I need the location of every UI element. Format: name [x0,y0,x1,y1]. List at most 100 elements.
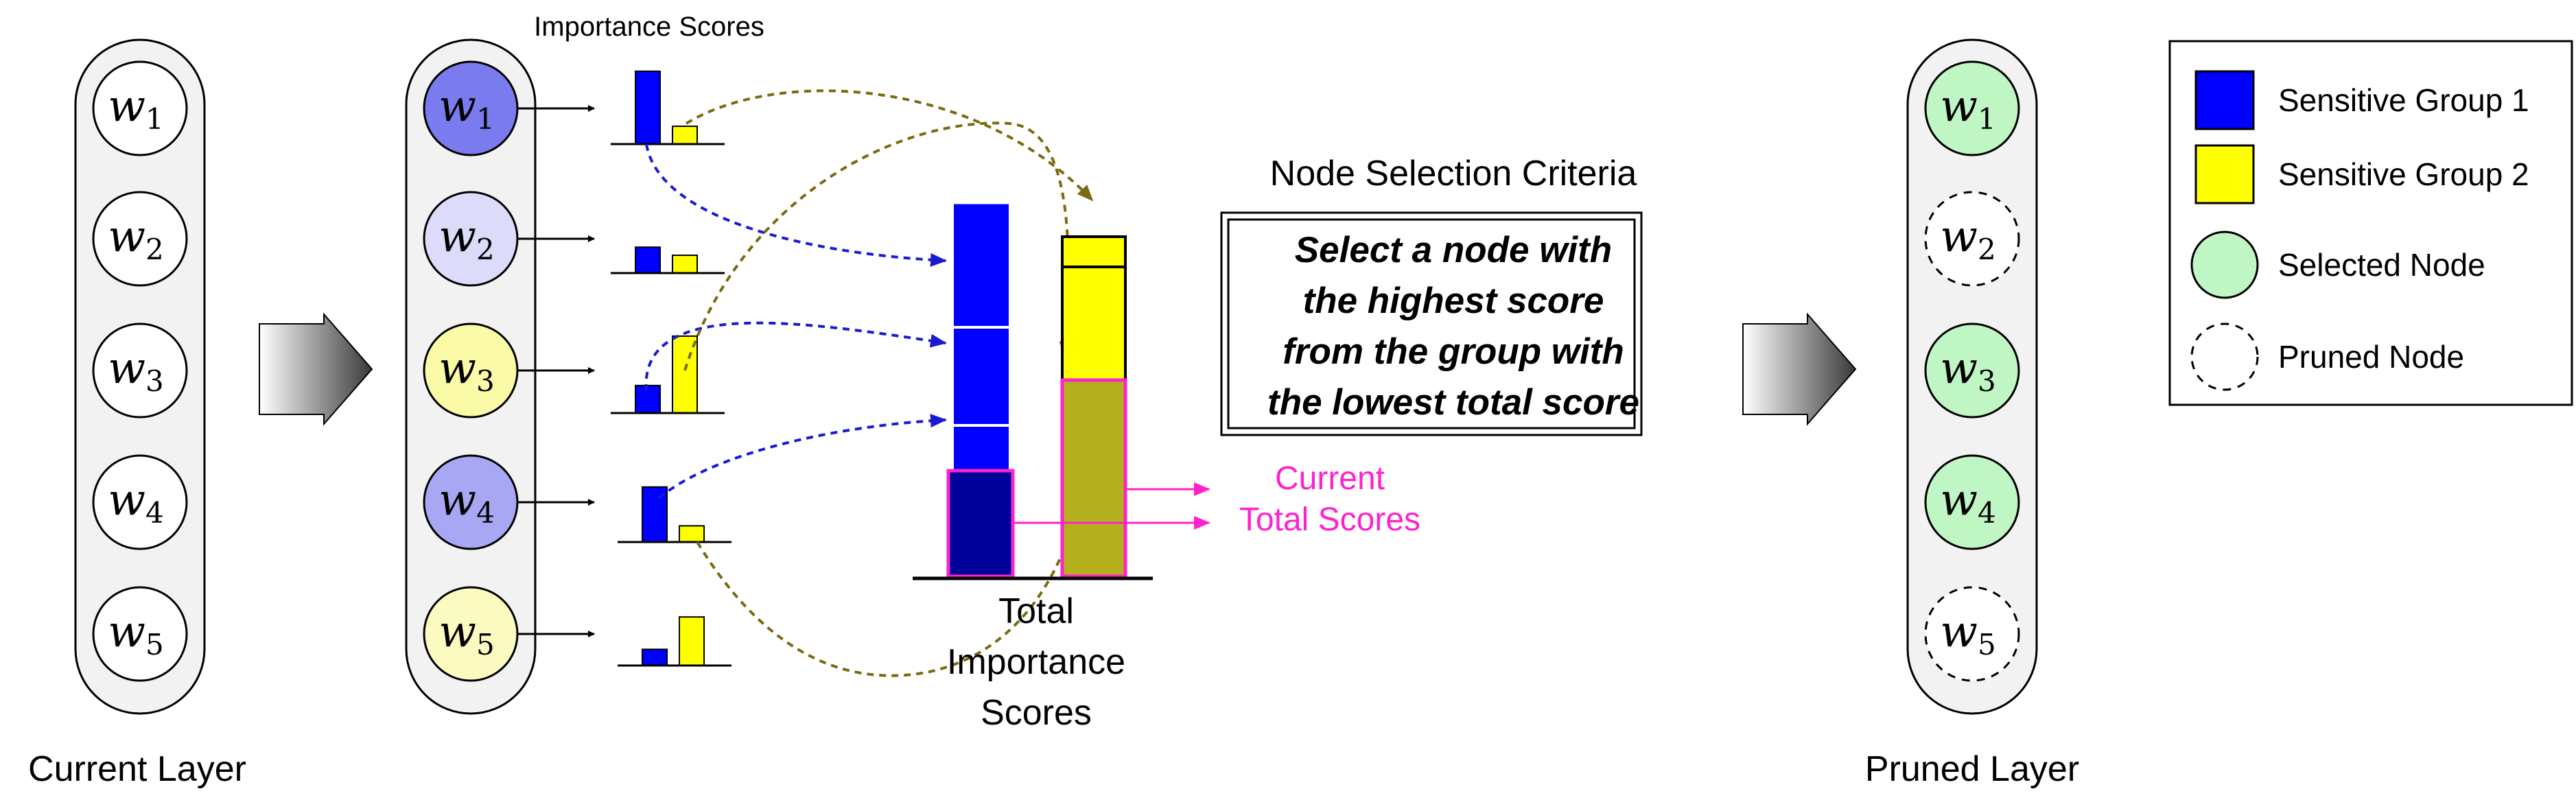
scored-node-4: w4 [423,454,519,550]
current-node-circle [92,586,188,682]
criteria-line-4: the lowest total score [1267,382,1639,423]
total-importance-bars [946,201,1127,578]
total-g2-segment-4 [1061,235,1127,268]
flow-arrow-w1-g1 [645,143,947,267]
score-histogram-w2 [611,246,725,274]
group2-flow-arrows [683,89,1101,677]
flow-arrow-w1-g2 [685,89,1094,202]
scored-node-label: w3 [438,343,495,398]
score-bar-group1 [635,70,661,145]
current-node-circle [92,191,188,287]
current-node-2: w2 [92,191,188,287]
pruned-node-2: w2 [1924,191,2020,287]
score-histogram-w1 [611,70,725,145]
pruned-node-3: w3 [1924,322,2020,419]
pruned-node-circle [1924,322,2020,419]
pruned-node-label: w4 [1940,475,1996,530]
criteria-line-1: Select a node with [1295,230,1612,270]
flow-arrow-w4-g2 [696,383,1101,677]
total-scores-label-line2: Importance [947,642,1125,682]
legend-swatch [2194,144,2255,204]
score-bar-group2 [679,616,705,667]
importance-scores-title: Importance Scores [534,12,764,42]
criteria-box-outer [1220,211,1643,436]
total-scores-label-line1: Total [998,591,1074,631]
current-layer-label: Current Layer [28,749,246,789]
pruned-node-circle [1924,60,2020,156]
pruned-node-circle [1924,586,2020,682]
score-bar-group1 [642,648,668,667]
score-histogram-w3 [611,335,725,414]
score-bar-group1 [635,384,661,414]
score-bar-group2 [672,335,698,414]
legend-swatch [2194,70,2255,130]
criteria-line-2: the highest score [1303,281,1604,321]
scored-node-5: w5 [423,586,519,682]
current-node-label: w4 [108,475,164,530]
legend-swatch [2190,231,2259,299]
transition-arrow-2 [1742,312,1857,426]
current-total-label-line2: Total Scores [1239,502,1420,538]
legend-item-1: Sensitive Group 1 [2194,70,2529,130]
score-histogram-w4 [618,486,731,543]
legend-label: Pruned Node [2278,339,2464,375]
legend-label: Sensitive Group 1 [2278,82,2529,118]
transition-arrow-1 [259,312,373,426]
current-node-circle [92,60,188,156]
scored-node-1: w1 [423,60,519,156]
scored-node-3: w3 [423,322,519,419]
scored-node-label: w4 [438,475,495,530]
legend-label: Sensitive Group 2 [2278,156,2529,192]
current-node-label: w2 [108,211,164,266]
pruned-node-label: w3 [1940,343,1996,398]
current-total-group2 [1060,378,1127,578]
legend: Sensitive Group 1 Sensitive Group 2 Select… [2190,70,2529,391]
current-node-label: w1 [108,81,164,136]
scored-node-label: w2 [438,211,495,266]
pruned-node-label: w2 [1940,211,1996,266]
current-node-1: w1 [92,60,188,156]
current-total-label-line1: Current [1275,460,1385,497]
importance-score-histograms [611,70,731,667]
pruned-layer-nodes: w1 w2 w3 w4 w5 [1924,60,2020,682]
score-bar-group2 [672,126,698,145]
criteria-text: Select a node with the highest score fro… [1267,230,1639,423]
pruned-layer-label: Pruned Layer [1865,749,2079,789]
current-total-group1 [946,469,1015,578]
pruned-node-label: w1 [1940,81,1996,136]
current-node-circle [92,322,188,419]
total-g1-segment-2 [951,424,1011,472]
current-layer-nodes: w1 w2 w3 w4 w5 [92,60,188,682]
node-score-arrows [517,105,595,637]
current-node-4: w4 [92,454,188,550]
legend-swatch [2190,322,2259,391]
scored-node-2: w2 [423,191,519,287]
current-node-label: w5 [108,607,164,661]
total-g1-segment-3 [951,326,1011,427]
pruned-node-5: w5 [1924,586,2020,682]
pruned-node-label: w5 [1940,607,1996,661]
scored-node-label: w1 [438,81,495,136]
current-node-5: w5 [92,586,188,682]
score-bar-group2 [679,525,705,543]
legend-label: Selected Node [2278,247,2485,283]
scored-node-label: w5 [438,607,495,661]
pruned-node-1: w1 [1924,60,2020,156]
score-bar-group2 [672,255,698,274]
score-bar-group1 [635,246,661,274]
flow-arrow-w4-g1 [657,414,947,499]
total-scores-label-line3: Scores [981,693,1092,733]
legend-item-2: Sensitive Group 2 [2194,144,2529,204]
flow-arrow-w3-g2 [683,121,1073,371]
pruned-node-circle [1924,454,2020,550]
pruned-node-4: w4 [1924,454,2020,550]
score-histogram-w5 [618,616,731,667]
criteria-box-inner [1227,218,1636,430]
legend-item-4: Pruned Node [2190,322,2464,391]
scored-layer-nodes: w1 w2 w3 w4 w5 [423,60,519,682]
current-node-circle [92,454,188,550]
legend-item-3: Selected Node [2190,231,2485,299]
pruned-node-circle [1924,191,2020,287]
current-node-3: w3 [92,322,188,419]
